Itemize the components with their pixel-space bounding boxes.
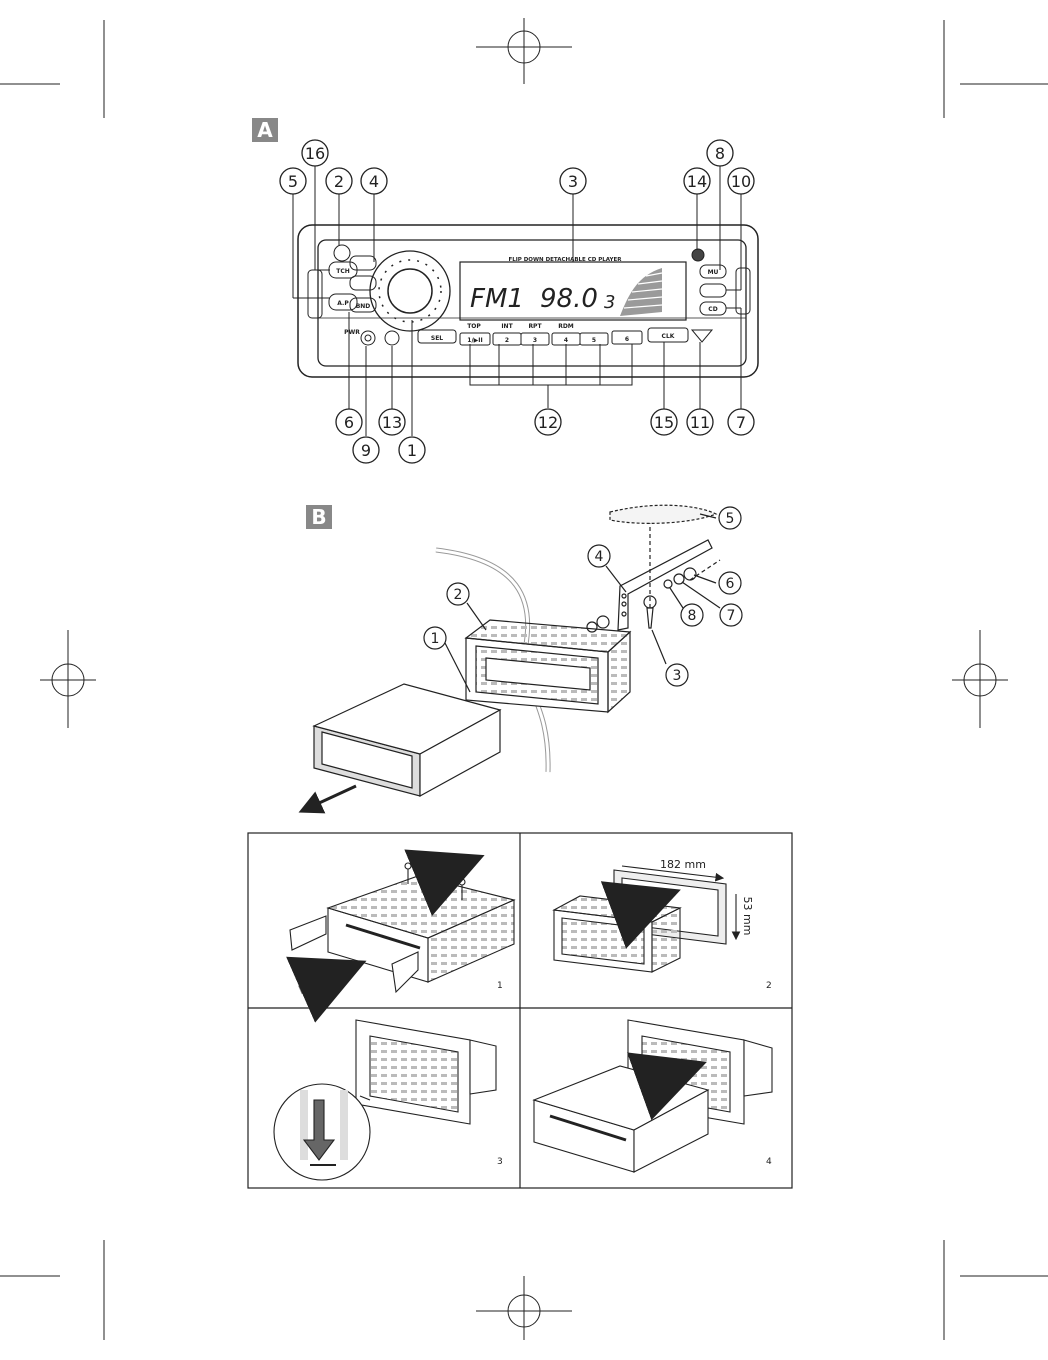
mounting-sleeve <box>464 619 632 714</box>
step-3-number: 3 <box>497 1157 503 1167</box>
callout-a-8: 8 <box>715 144 725 163</box>
installation-steps-grid: 1 182 mm 53 mm 2 3 <box>247 832 793 1189</box>
preset-4-label: 4 <box>564 337 568 344</box>
figure-a: A <box>252 118 759 464</box>
registration-mark-right <box>952 630 1008 728</box>
step-3-illustration <box>273 1019 497 1181</box>
callout-a-15: 15 <box>654 413 674 432</box>
panel-top-label: FLIP DOWN DETACHABLE CD PLAYER <box>508 257 622 263</box>
callout-a-13: 13 <box>382 413 402 432</box>
radio-faceplate <box>297 224 759 378</box>
callout-b-4: 4 <box>595 549 604 565</box>
registration-mark-bottom <box>476 1276 572 1340</box>
step-4-number: 4 <box>766 1157 772 1167</box>
display-band: FM1 <box>470 284 524 314</box>
cd-button-label: CD <box>708 306 717 313</box>
step-1-number: 1 <box>497 981 503 991</box>
figure-b-letter: B <box>311 505 326 529</box>
callout-b-3: 3 <box>673 668 682 684</box>
rpt-label: RPT <box>528 323 542 330</box>
width-dimension: 182 mm <box>660 858 706 871</box>
preset-3-label: 3 <box>533 337 537 344</box>
top-label: TOP <box>467 323 481 330</box>
figure-b: B <box>298 504 743 814</box>
clk-button-label: CLK <box>662 333 675 340</box>
registration-mark-left <box>40 630 96 728</box>
preset-5-label: 5 <box>592 337 596 344</box>
volume-knob <box>369 250 451 332</box>
callout-b-5: 5 <box>726 511 735 527</box>
sel-button-label: SEL <box>431 335 443 342</box>
step-2-illustration <box>552 865 741 973</box>
figure-a-badge <box>252 118 278 142</box>
callout-a-6: 6 <box>344 413 354 432</box>
step-4-illustration <box>532 1019 773 1173</box>
callout-a-7: 7 <box>736 413 746 432</box>
preset-1-label: 1/▶II <box>467 337 482 344</box>
callout-a-4: 4 <box>369 172 379 191</box>
callout-b-7: 7 <box>727 608 736 624</box>
int-label: INT <box>501 323 513 330</box>
callout-a-16: 16 <box>305 144 325 163</box>
mu-button-label: MU <box>708 269 719 276</box>
callout-a-14: 14 <box>687 172 707 191</box>
preset-6-label: 6 <box>625 336 629 343</box>
display-preset: 3 <box>604 292 615 313</box>
figure-a-letter: A <box>257 118 273 142</box>
callout-a-12: 12 <box>538 413 558 432</box>
ap-button-label: A.P <box>337 300 349 307</box>
callout-a-5: 5 <box>288 172 298 191</box>
step-2-number: 2 <box>766 981 772 991</box>
bnd-button-label: BND <box>356 303 371 310</box>
tch-button-label: TCH <box>336 268 350 275</box>
display-frequency: 98.0 <box>540 284 598 314</box>
figure-a-leader-lines <box>292 166 742 436</box>
callout-a-2: 2 <box>334 172 344 191</box>
preset-2-label: 2 <box>505 337 509 344</box>
callout-a-10: 10 <box>731 172 751 191</box>
callout-a-1: 1 <box>407 441 417 460</box>
callout-b-1: 1 <box>431 631 440 647</box>
pwr-button-label: PWR <box>344 329 360 336</box>
figure-b-badge <box>306 505 332 529</box>
callout-b-2: 2 <box>454 587 463 603</box>
callout-a-3: 3 <box>568 172 578 191</box>
callout-b-8: 8 <box>688 608 697 624</box>
rdm-label: RDM <box>558 323 574 330</box>
step-1-illustration <box>286 849 516 1023</box>
callout-b-6: 6 <box>726 576 735 592</box>
callout-a-11: 11 <box>690 413 710 432</box>
registration-mark-top <box>476 18 572 84</box>
crop-marks <box>0 18 1048 1340</box>
height-dimension: 53 mm <box>741 897 754 936</box>
radio-unit <box>312 683 502 798</box>
callout-a-9: 9 <box>361 441 371 460</box>
